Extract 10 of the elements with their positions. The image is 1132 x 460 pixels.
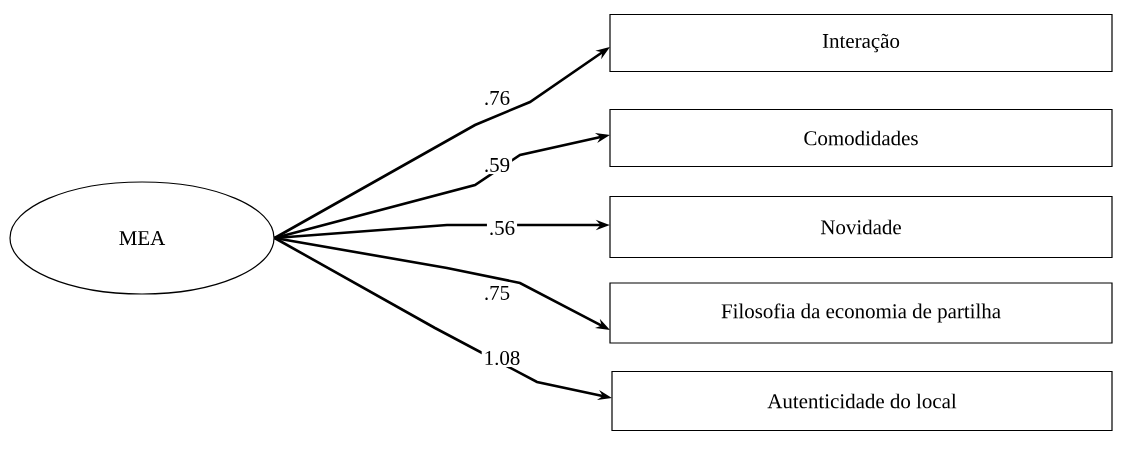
edge-label: 1.08 xyxy=(481,348,523,368)
edge-label: .76 xyxy=(481,88,513,108)
indicator-box: Filosofia da economia de partilha xyxy=(609,282,1113,344)
indicator-box: Interação xyxy=(609,13,1113,73)
indicator-box: Novidade xyxy=(609,195,1113,259)
edge-label: .75 xyxy=(481,284,513,302)
edge-label: .59 xyxy=(481,155,513,175)
indicator-box: Autenticidade do local xyxy=(611,370,1113,432)
edge-label: .56 xyxy=(486,218,518,238)
indicator-box: Comodidades xyxy=(609,108,1113,168)
